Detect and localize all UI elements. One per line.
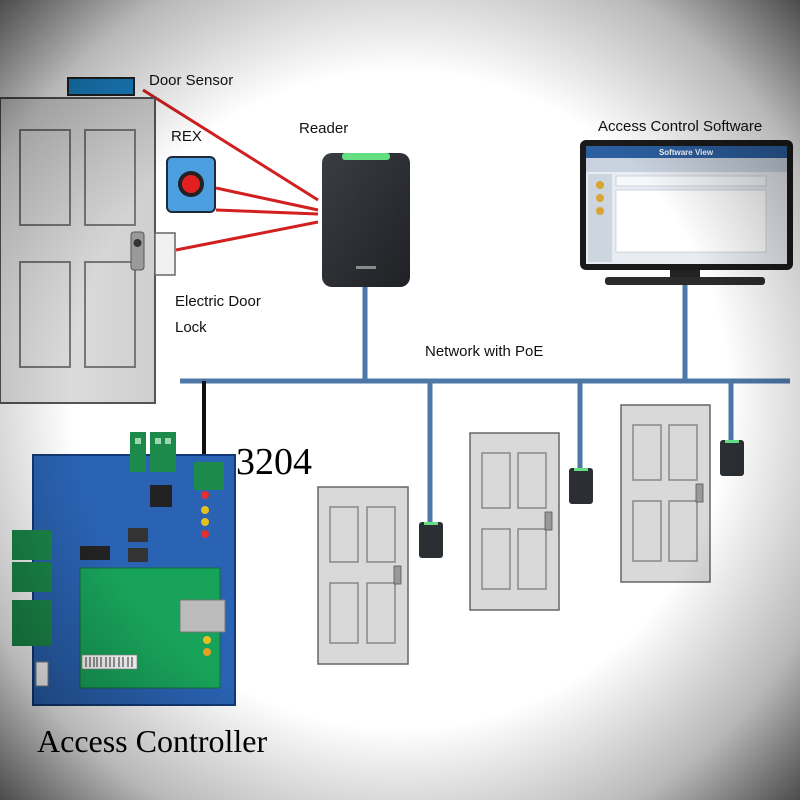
software-label: Access Control Software — [598, 118, 763, 135]
door-2 — [317, 486, 443, 665]
electric-lock-label-line1: Electric Door — [175, 293, 261, 310]
reader-label: Reader — [299, 120, 349, 137]
card-reader-icon — [569, 468, 593, 504]
door-handle — [130, 231, 145, 271]
rex-label: REX — [171, 128, 202, 145]
electric-lock-icon — [154, 232, 176, 276]
keyhole-icon — [133, 239, 142, 247]
door-sensor-icon — [67, 77, 135, 96]
door-3 — [469, 432, 593, 611]
reader-led — [342, 153, 390, 160]
main-door — [0, 77, 176, 404]
door-4 — [620, 404, 744, 583]
controller-label: Access Controller — [37, 723, 268, 759]
card-reader-icon — [322, 153, 410, 287]
door-sensor-label: Door Sensor — [149, 72, 234, 89]
monitor-title: Software View — [659, 148, 714, 157]
rex-push-button-icon — [166, 156, 216, 213]
card-reader-icon — [720, 440, 744, 476]
model-number-label: 3204 — [236, 441, 312, 483]
monitor-icon: Software View — [580, 140, 793, 285]
electric-lock-label-line2: Lock — [175, 319, 207, 336]
wire-lock-reader — [175, 220, 319, 252]
wire-rex-reader-2 — [215, 208, 319, 216]
card-reader-icon — [419, 522, 443, 558]
network-label: Network with PoE — [425, 343, 544, 360]
controller-board-icon — [12, 432, 236, 706]
